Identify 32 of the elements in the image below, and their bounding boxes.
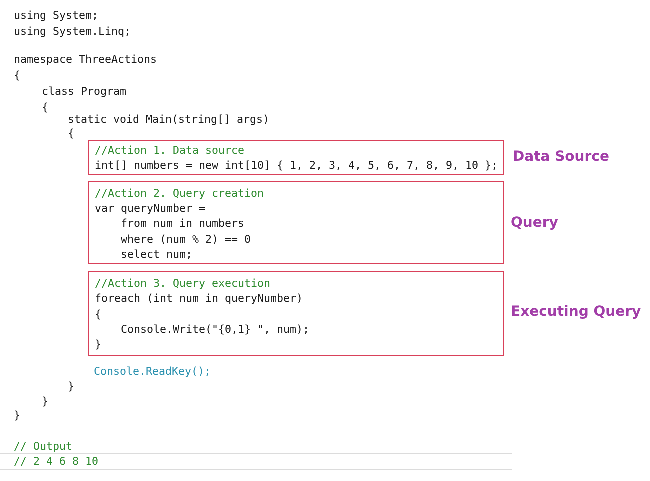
code-line: } <box>14 409 21 423</box>
code-line: var queryNumber = <box>95 202 206 216</box>
code-line: } <box>42 395 49 409</box>
code-line: { <box>14 69 21 83</box>
section-label: Query <box>511 215 558 231</box>
section-label: Data Source <box>513 149 610 165</box>
code-line: namespace ThreeActions <box>14 53 158 67</box>
code-line: { <box>68 127 75 141</box>
code-line: // 2 4 6 8 10 <box>14 455 99 469</box>
code-line: using System; <box>14 9 99 23</box>
code-line: Console.ReadKey(); <box>94 365 212 379</box>
code-line: //Action 3. Query execution <box>95 277 271 291</box>
highlight-box <box>88 271 504 356</box>
code-line: } <box>95 338 102 352</box>
code-line: } <box>68 380 75 394</box>
highlight-box <box>88 181 504 264</box>
code-line: { <box>42 101 49 115</box>
code-line: foreach (int num in queryNumber) <box>95 292 304 306</box>
code-line: class Program <box>42 85 127 99</box>
code-line: int[] numbers = new int[10] { 1, 2, 3, 4, 5, 6, 7, 8, 9, 10 }; <box>95 159 498 173</box>
code-line: select num; <box>121 248 193 262</box>
code-line: { <box>95 308 102 322</box>
section-label: Executing Query <box>511 304 642 320</box>
code-line: where (num % 2) == 0 <box>121 233 252 247</box>
code-line: static void Main(string[] args) <box>68 113 270 127</box>
code-line: //Action 2. Query creation <box>95 187 264 201</box>
code-line: using System.Linq; <box>14 25 132 39</box>
code-line: //Action 1. Data source <box>95 144 245 158</box>
code-line: // Output <box>14 440 73 454</box>
highlight-box <box>88 140 504 175</box>
code-line: from num in numbers <box>121 217 245 231</box>
code-line: Console.Write("{0,1} ", num); <box>121 323 310 337</box>
